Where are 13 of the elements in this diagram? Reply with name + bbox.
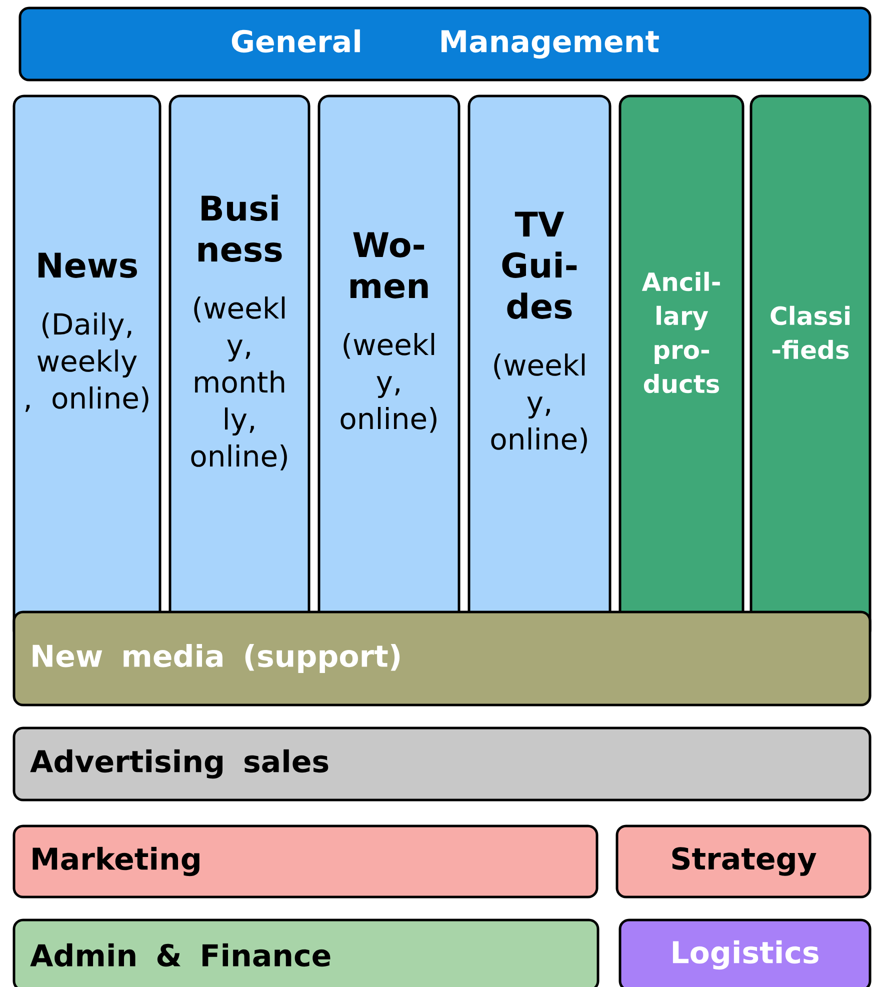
column-box: Wo- men (weekl y, online) [318,94,460,642]
header-bar: General Management [18,6,872,82]
band-box: Strategy [616,824,872,898]
column-box: Classi -fieds [750,94,872,642]
column-box: Busi ness (weekl y, month ly, online) [168,94,310,642]
column-box: TV Gui- des (weekl y, online) [468,94,612,642]
band-box: Admin & Finance [12,918,600,987]
column-box: Ancil- lary pro- ducts [618,94,744,642]
band-box: Advertising sales [12,726,872,802]
band-box: Marketing [12,824,598,898]
column-box: News (Daily, weekly , online) [12,94,162,642]
band-box: Logistics [618,918,872,987]
band-box: New media (support) [12,610,872,706]
